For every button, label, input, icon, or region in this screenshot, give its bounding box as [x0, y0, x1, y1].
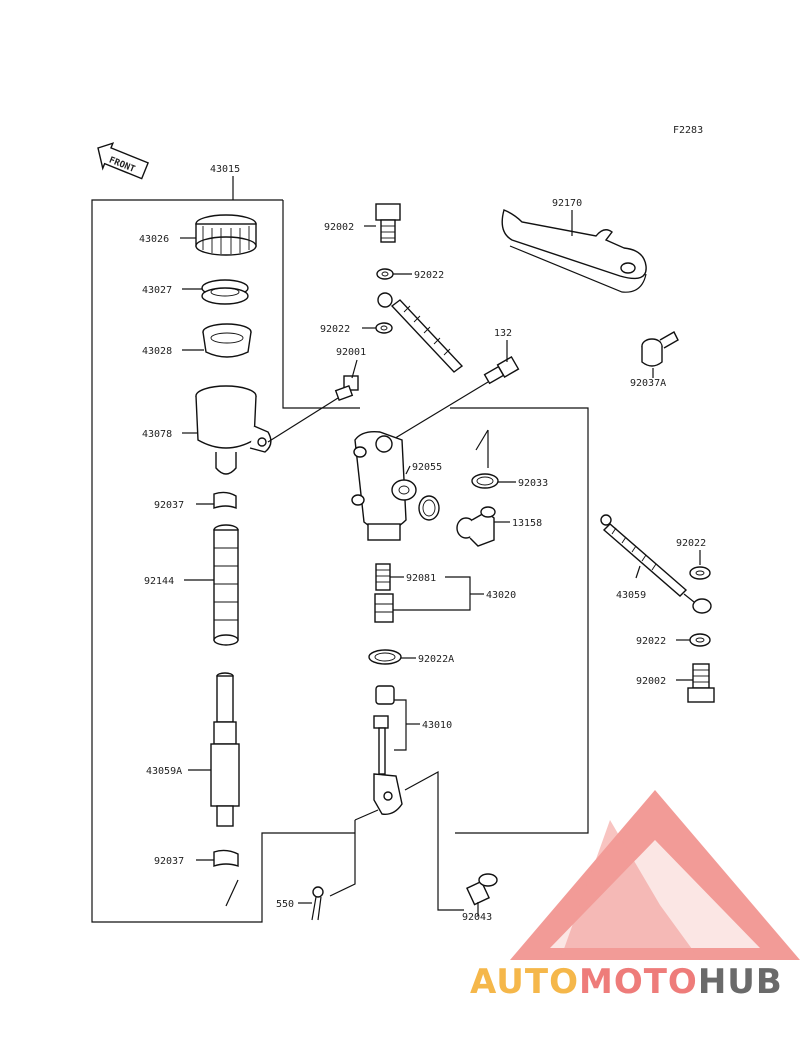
label-92022-c: 92022: [676, 538, 706, 549]
assembly-43015-outline-right: [282, 200, 360, 409]
assembly-inner-box: [450, 407, 589, 834]
push-rod-43059a-part: [210, 672, 240, 827]
spring-92081-part: [375, 563, 391, 591]
label-13158: 13158: [512, 518, 542, 529]
o-ring-92055-part: [418, 495, 440, 521]
label-92037a: 92037A: [630, 378, 666, 389]
screw-92001-part: [334, 375, 359, 401]
label-43028: 43028: [142, 346, 172, 357]
label-550: 550: [276, 899, 294, 910]
cotter-pin-550-part: [311, 886, 324, 921]
label-92037-bottom: 92037: [154, 856, 184, 867]
circlip-92033-part: [471, 473, 499, 489]
label-132: 132: [494, 328, 512, 339]
bracket-92170-part: [501, 209, 647, 293]
clamp-92037-bottom-part: [213, 849, 239, 867]
label-92002-bottom: 92002: [636, 676, 666, 687]
washer-92022-b-part: [375, 322, 393, 334]
logo-part-auto: AUTO: [470, 962, 579, 1002]
label-92033: 92033: [518, 478, 548, 489]
banjo-bolt-92002-bottom-part: [687, 663, 715, 703]
label-92043: 92043: [462, 912, 492, 923]
front-arrow-icon: FRONT: [97, 142, 149, 180]
watermark-logo: AUTOMOTOHUB: [470, 962, 783, 1002]
dust-boot-part: [213, 524, 239, 646]
logo-part-hub: HUB: [697, 962, 783, 1002]
label-92144: 92144: [144, 576, 174, 587]
piston-part: [374, 593, 394, 623]
fitting-92037a-part: [641, 331, 679, 367]
diaphragm-plate-part: [201, 279, 249, 305]
label-92081: 92081: [406, 573, 436, 584]
clevis-pin-92043-part: [466, 873, 498, 906]
label-43015: 43015: [210, 164, 240, 175]
diaphragm-part: [202, 323, 252, 358]
reservoir-cap-part: [195, 214, 257, 256]
assembly-43015-outline: [91, 199, 355, 923]
label-92170: 92170: [552, 198, 582, 209]
logo-part-moto: MOTO: [578, 962, 698, 1002]
label-92037-top: 92037: [154, 500, 184, 511]
washer-92022-c-part: [689, 566, 711, 580]
washer-92022-d-part: [689, 633, 711, 647]
brake-hose-43059-part: [600, 514, 712, 614]
bolt-132-part: [483, 355, 520, 385]
washer-92022-a-part: [376, 268, 394, 280]
brake-hose-part: [377, 292, 464, 373]
master-cylinder-body-part: [195, 385, 272, 475]
push-rod-assy-43010-part: [373, 685, 403, 815]
label-92055: 92055: [412, 462, 442, 473]
figure-code: F2283: [673, 125, 703, 136]
label-43078: 43078: [142, 429, 172, 440]
elbow-fitting-13158-part: [456, 506, 496, 547]
watermark-triangle-icon: [510, 790, 800, 960]
label-43010: 43010: [422, 720, 452, 731]
label-92022-b: 92022: [320, 324, 350, 335]
label-92022-d: 92022: [636, 636, 666, 647]
label-92001: 92001: [336, 347, 366, 358]
banjo-bolt-92002-top-part: [375, 203, 401, 243]
circlip-92022a-part: [368, 649, 402, 665]
label-92022-a: 92022: [414, 270, 444, 281]
label-43059: 43059: [616, 590, 646, 601]
label-43026: 43026: [139, 234, 169, 245]
clamp-92037-top-part: [213, 491, 237, 510]
label-43059a: 43059A: [146, 766, 182, 777]
label-92022a: 92022A: [418, 654, 454, 665]
label-43027: 43027: [142, 285, 172, 296]
rear-master-cylinder-part: [351, 430, 417, 541]
label-43020: 43020: [486, 590, 516, 601]
label-92002-top: 92002: [324, 222, 354, 233]
